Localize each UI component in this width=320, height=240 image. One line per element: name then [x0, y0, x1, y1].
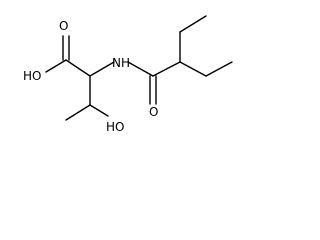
atom-labels: O HO NH O HO: [23, 19, 158, 134]
amide-oxygen-label: O: [149, 105, 158, 119]
bond-lower-ethyl-end: [205, 61, 233, 77]
bond-beta-carbon-to-methyl: [65, 104, 91, 121]
molecule-diagram: O HO NH O HO: [23, 15, 233, 134]
bond-carboxyl-carbon-to-alpha-carbon: [65, 59, 91, 77]
bond-nitrogen-to-amide-carbon: [127, 61, 154, 77]
bond-branch-carbon-right: [179, 61, 207, 77]
hydroxyl-label: HO: [106, 120, 124, 134]
carboxyl-hydroxyl-label: HO: [23, 69, 41, 83]
amide-nitrogen-label: NH: [112, 56, 130, 70]
bond-amide-carbon-to-branch-carbon: [152, 61, 181, 77]
carboxyl-oxygen-label: O: [59, 19, 68, 33]
bond-upper-ethyl-end: [179, 15, 207, 33]
bond-carboxyl-carbon-to-hydroxyl: [45, 59, 67, 73]
bond-beta-carbon-to-hydroxyl: [89, 104, 109, 117]
bond-alpha-carbon-to-nitrogen: [89, 61, 115, 77]
bond-lines: [45, 15, 233, 121]
